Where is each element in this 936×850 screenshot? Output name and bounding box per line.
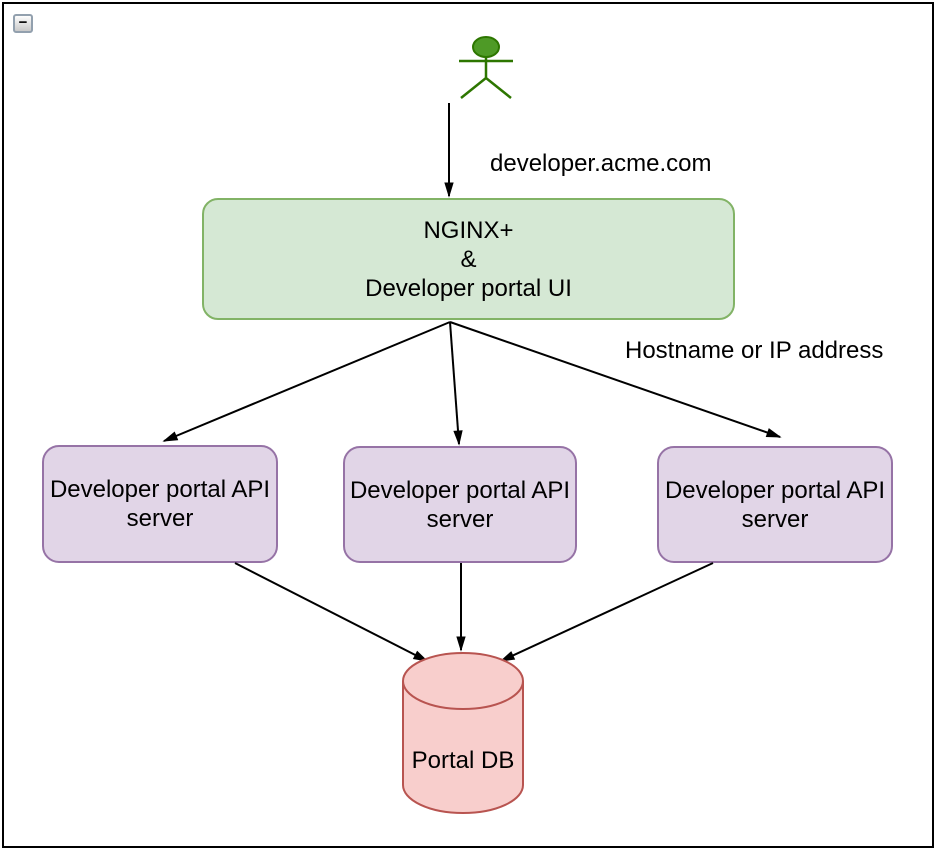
collapse-button[interactable]: −: [13, 14, 33, 33]
node-api-server-1-box[interactable]: [42, 445, 278, 563]
node-api-server-2-box[interactable]: [343, 446, 577, 563]
cylinder-body: [402, 652, 524, 814]
actor-body-icon: [459, 57, 513, 99]
edge-nginx-to-api-3[interactable]: [449, 321, 782, 438]
node-api-server-1-label[interactable]: Developer portal API server: [49, 476, 271, 532]
node-portal-db-cylinder[interactable]: [402, 652, 524, 814]
node-api-server-2-label[interactable]: Developer portal API server: [349, 476, 571, 533]
node-nginx-box[interactable]: [202, 198, 735, 320]
node-api-server-3-box[interactable]: [657, 446, 893, 563]
node-api-server-3-label[interactable]: Developer portal API server: [664, 476, 886, 533]
edge-label-developer-acme-com[interactable]: developer.acme.com: [490, 150, 712, 177]
edge-api-1-to-db[interactable]: [234, 562, 429, 662]
edge-api-3-to-db[interactable]: [499, 562, 714, 662]
node-portal-db-label[interactable]: Portal DB: [411, 746, 515, 774]
actor-user[interactable]: [459, 36, 513, 99]
cylinder-lip: [402, 680, 524, 710]
minus-icon: −: [18, 14, 28, 31]
edge-nginx-to-api-1[interactable]: [162, 321, 451, 442]
edge-nginx-to-api-2[interactable]: [449, 321, 463, 446]
edge-label-hostname-or-ip[interactable]: Hostname or IP address: [625, 337, 884, 364]
actor-head-icon: [472, 36, 500, 58]
node-nginx-label[interactable]: NGINX+ & Developer portal UI: [365, 216, 572, 302]
